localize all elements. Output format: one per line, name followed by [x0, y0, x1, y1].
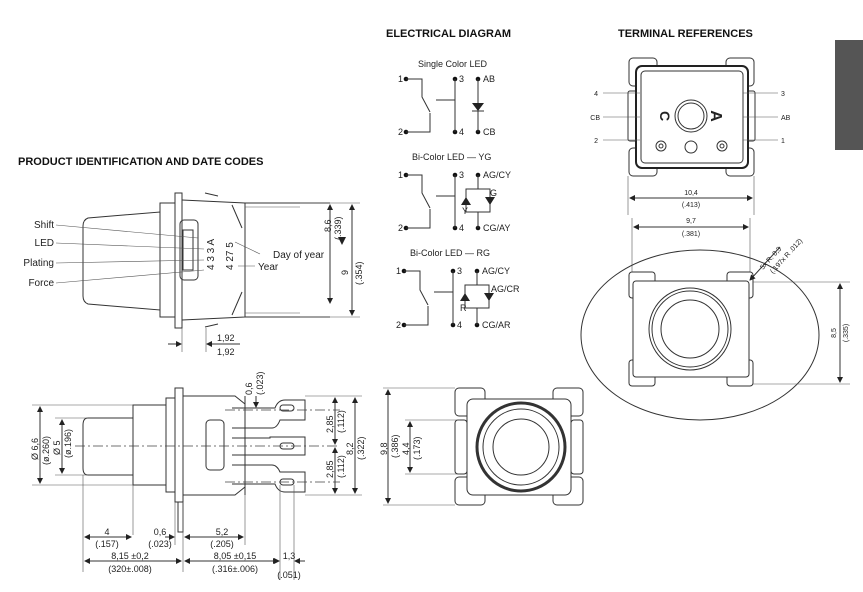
terminal-label-4: 4 — [594, 91, 598, 98]
dim-8-6-in: (.339) — [333, 216, 343, 240]
circuit-title: Single Color LED — [418, 59, 488, 69]
terminal-detail-view: 8,5 (.335) 5x R. 0,3 (.197x R .012) — [580, 238, 850, 421]
pin-1: 1 — [398, 170, 403, 180]
dim-d-5: Ø 5 — [52, 440, 62, 455]
heading-electrical-diagram: ELECTRICAL DIAGRAM — [386, 28, 511, 40]
led-label-right: G — [490, 188, 497, 198]
dim-4-4: 4,4 — [401, 442, 411, 455]
dim-1-92-b: 1,92 — [217, 347, 235, 357]
dim-10-4: 10,4 — [684, 190, 698, 197]
product-id-drawing: Shift LED Plating Force 4 3 3 A 4 27 5 D… — [23, 192, 364, 357]
dim-tab-0-6: 0,6 — [244, 382, 254, 395]
pin-4: 4 — [457, 320, 462, 330]
dim-tab-0-6-in: (.023) — [255, 371, 265, 395]
circuit-title: Bi-Color LED — YG — [412, 152, 491, 162]
mark-c: C — [657, 111, 673, 121]
dim-8-05-in: (.316±.006) — [212, 564, 258, 574]
circuit-title: Bi-Color LED — RG — [410, 248, 490, 258]
section-tab — [835, 40, 863, 150]
dim-0-6: 0,6 — [154, 527, 167, 537]
dim-2-85-b-in: (.112) — [336, 455, 346, 478]
terminal-anode: AG/CY — [483, 170, 511, 180]
dim-9: 9 — [340, 270, 350, 275]
dim-9-7-in: (.381) — [682, 231, 700, 238]
dim-1-3-in: (.051) — [277, 570, 301, 580]
dim-8-5: 8,5 — [831, 328, 838, 338]
label-shift: Shift — [34, 220, 54, 231]
dim-2-85-b: 2,85 — [325, 460, 335, 478]
led-label-right: AG/CR — [491, 284, 520, 294]
terminal-cathode: CG/AR — [482, 320, 511, 330]
dim-d-5-in: (ø.196) — [63, 429, 73, 458]
terminal-label-3: 3 — [781, 91, 785, 98]
dim-9-8: 9,8 — [379, 442, 389, 455]
dim-9-8-in: (.386) — [390, 434, 400, 458]
dim-10-4-in: (.413) — [682, 202, 700, 209]
circuit-bicolor-yg: Bi-Color LED — YG 1 2 3 4 AG/CY CG/AY Y … — [398, 152, 511, 233]
pin-2: 2 — [398, 223, 403, 233]
dim-8-15-in: (320±.008) — [108, 564, 151, 574]
terminal-top-view: C A 4 CB 2 3 AB 1 10,4 (.413) 9,7 (.381) — [590, 57, 791, 275]
front-view-drawing: 9,8 (.386) 4,4 (.173) — [379, 387, 584, 506]
terminal-label-cb: CB — [590, 115, 600, 122]
terminal-label-ab: AB — [781, 115, 791, 122]
dim-4-4-in: (.173) — [412, 436, 422, 460]
led-label-left: Y — [462, 206, 468, 216]
dim-9-7: 9,7 — [686, 218, 696, 225]
terminal-anode: AG/CY — [482, 266, 510, 276]
dim-8-6: 8,6 — [323, 219, 333, 232]
pin-4: 4 — [459, 223, 464, 233]
dim-2-85-a-in: (.112) — [336, 410, 346, 433]
triangle-marker — [338, 237, 346, 245]
terminal-cathode: CB — [483, 127, 496, 137]
dim-1-3: 1,3 — [283, 551, 296, 561]
mark-a: A — [707, 110, 724, 122]
pin-1: 1 — [398, 74, 403, 84]
dim-8-2-in: (.322) — [356, 436, 366, 460]
label-force: Force — [28, 278, 54, 289]
dim-1-92-a: 1,92 — [217, 333, 235, 343]
terminal-cathode: CG/AY — [483, 223, 510, 233]
date-code: 4 27 5 — [225, 242, 236, 270]
pin-1: 1 — [396, 266, 401, 276]
label-day-of-year: Day of year — [273, 250, 325, 261]
dim-8-2: 8,2 — [345, 442, 355, 455]
terminal-label-2: 2 — [594, 138, 598, 145]
dim-0-6-in: (.023) — [148, 539, 172, 549]
heading-terminal-references: TERMINAL REFERENCES — [618, 28, 753, 40]
heading-product-identification: PRODUCT IDENTIFICATION AND DATE CODES — [18, 156, 263, 168]
terminal-anode: AB — [483, 74, 495, 84]
pin-2: 2 — [398, 127, 403, 137]
label-plating: Plating — [23, 258, 54, 269]
pin-2: 2 — [396, 320, 401, 330]
dim-8-15: 8,15 ±0,2 — [111, 551, 148, 561]
terminal-label-1: 1 — [781, 138, 785, 145]
pin-3: 3 — [459, 74, 464, 84]
dim-4: 4 — [104, 527, 109, 537]
circuit-bicolor-rg: Bi-Color LED — RG 1 2 3 4 AG/CY CG/AR R … — [396, 248, 520, 330]
pin-3: 3 — [457, 266, 462, 276]
dim-8-05: 8,05 ±0,15 — [214, 551, 256, 561]
product-code: 4 3 3 A — [206, 239, 217, 270]
pin-4: 4 — [459, 127, 464, 137]
dim-d-6-6: Ø 6,6 — [30, 438, 40, 460]
led-label-left: R — [460, 303, 467, 313]
dim-2-85-a: 2,85 — [325, 415, 335, 433]
dim-9-in: (.354) — [354, 261, 364, 285]
pin-3: 3 — [459, 170, 464, 180]
circuit-single-color: Single Color LED 1 2 3 4 AB CB — [398, 59, 496, 137]
dim-5-2: 5,2 — [216, 527, 229, 537]
dim-5-2-in: (.205) — [210, 539, 234, 549]
label-led: LED — [35, 238, 54, 249]
dim-d-6-6-in: (ø.260) — [41, 436, 51, 465]
dim-8-5-in: (.335) — [843, 324, 850, 342]
dim-4-in: (.157) — [95, 539, 119, 549]
label-year: Year — [258, 262, 279, 273]
side-view-drawing: Ø 6,6 (ø.260) Ø 5 (ø.196) 0,6 (.023) 2,8… — [30, 371, 366, 580]
